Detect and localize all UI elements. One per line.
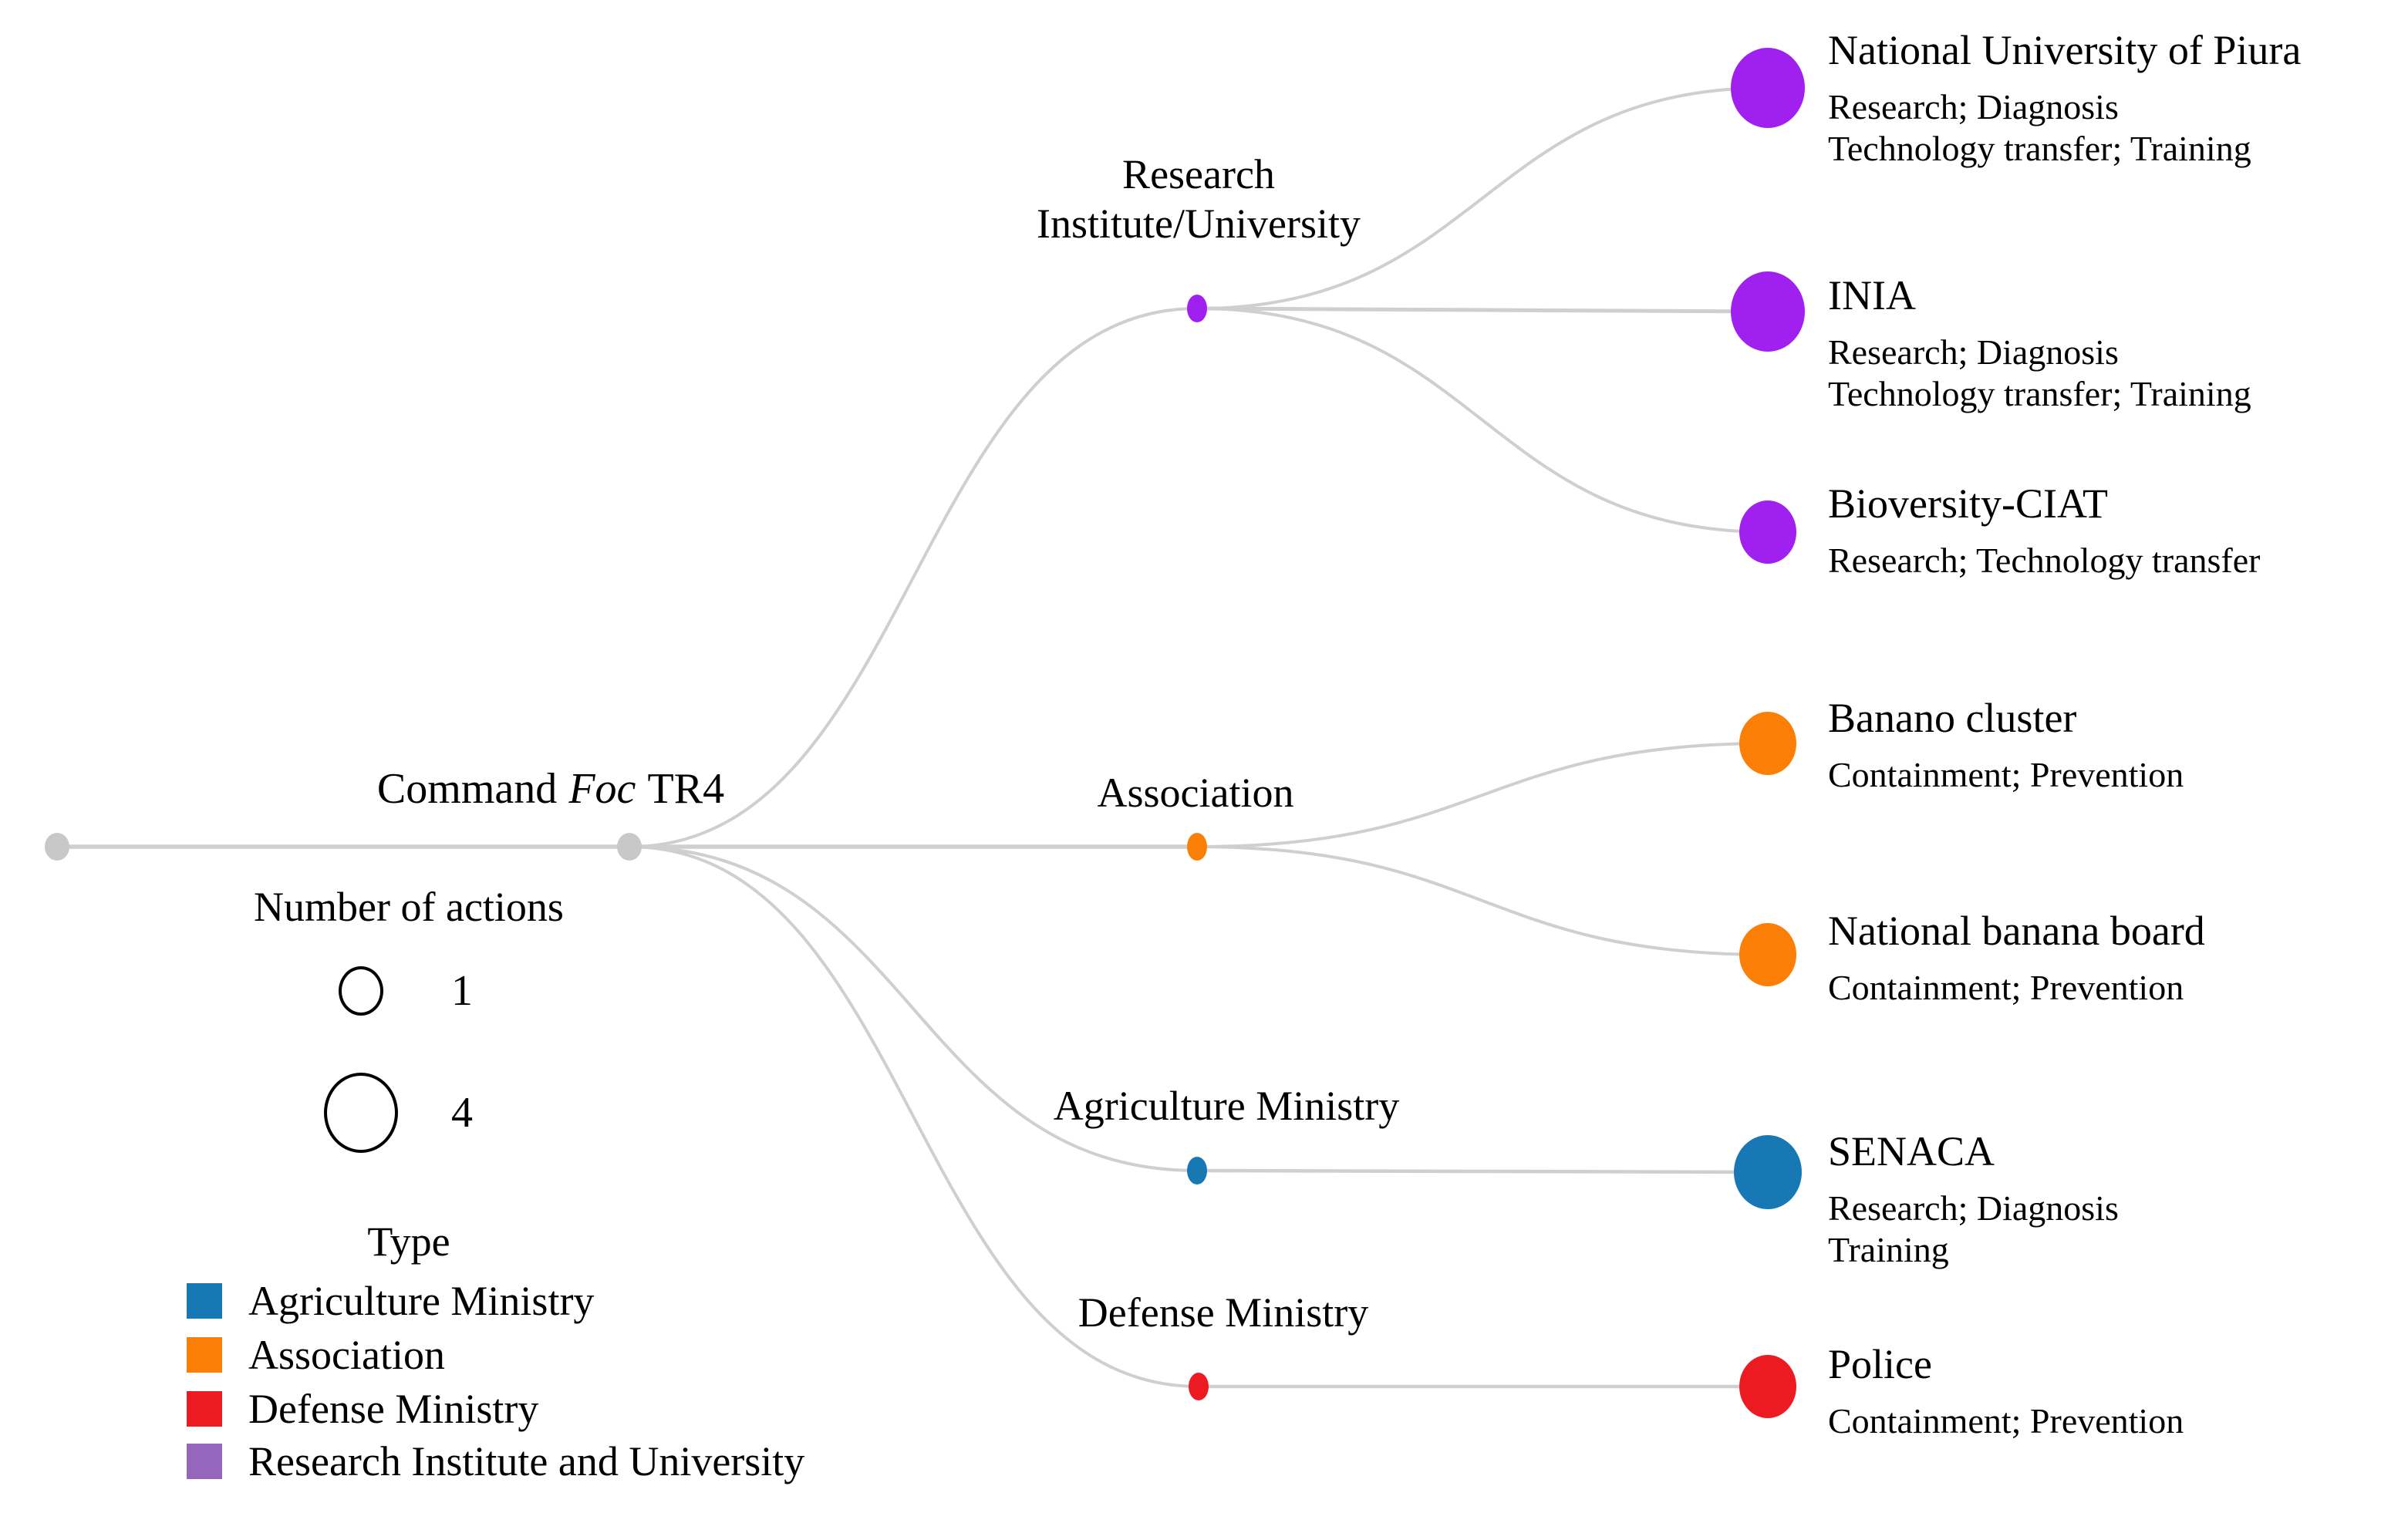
branch-dot-agriculture [1187, 1157, 1207, 1184]
size-legend-value-large: 4 [451, 1089, 473, 1137]
node-name: National banana board [1828, 908, 2205, 954]
node-text-senaca: SENACA Research; Diagnosis Training [1828, 1127, 2408, 1271]
node-name: SENACA [1828, 1128, 1995, 1174]
edge-agriculture-senaca [1196, 1168, 1770, 1174]
node-circle-police [1739, 1355, 1796, 1418]
node-actions: Research; Diagnosis Technology transfer;… [1828, 332, 2251, 413]
branch-dot-association [1187, 833, 1207, 861]
edge-association-banano [1196, 742, 1769, 848]
edge-command-defense [629, 845, 1199, 1388]
node-circle-banano [1739, 712, 1796, 775]
type-label-agriculture: Agriculture Ministry [248, 1278, 595, 1324]
node-actions: Containment; Prevention [1828, 755, 2184, 794]
node-name: Banano cluster [1828, 695, 2077, 741]
edge-research-inia [1196, 306, 1766, 314]
node-circle-senaca [1734, 1135, 1802, 1209]
type-swatch-research [187, 1444, 222, 1479]
edge-research-piura [1196, 86, 1769, 310]
node-circle-board [1739, 923, 1796, 986]
edge-command-research [629, 307, 1198, 848]
node-text-police: Police Containment; Prevention [1828, 1340, 2408, 1442]
node-circle-piura [1731, 48, 1805, 128]
edge-association-board [1196, 845, 1769, 956]
node-name: Bioversity-CIAT [1828, 480, 2108, 527]
branch-label-research: Research Institute/University [1037, 151, 1361, 247]
branch-dot-defense [1189, 1373, 1209, 1400]
size-legend-title: Number of actions [254, 884, 564, 930]
type-swatch-agriculture [187, 1283, 222, 1319]
node-name: Police [1828, 1341, 1932, 1387]
edge-research-bioversity [1196, 307, 1770, 534]
node-text-bioversity: Bioversity-CIAT Research; Technology tra… [1828, 480, 2408, 581]
edge-command-agriculture [629, 845, 1198, 1172]
node-name: INIA [1828, 272, 1916, 318]
type-legend-title: Type [367, 1218, 450, 1265]
size-legend-circle-large [324, 1073, 398, 1153]
type-swatch-association [187, 1337, 222, 1373]
node-actions: Research; Diagnosis Training [1828, 1188, 2119, 1269]
branch-label-association: Association [1097, 770, 1294, 816]
branch-dot-research [1187, 295, 1207, 322]
node-circle-bioversity [1739, 500, 1796, 564]
type-swatch-defense [187, 1391, 222, 1427]
node-actions: Research; Diagnosis Technology transfer;… [1828, 87, 2251, 168]
node-actions: Containment; Prevention [1828, 968, 2184, 1007]
node-name: National University of Piura [1828, 27, 2302, 73]
node-text-inia: INIA Research; Diagnosis Technology tran… [1828, 271, 2408, 415]
command-dot [617, 833, 642, 861]
branch-label-agriculture: Agriculture Ministry [1053, 1083, 1400, 1129]
branch-label-defense: Defense Ministry [1078, 1289, 1369, 1336]
node-actions: Research; Technology transfer [1828, 541, 2261, 580]
root-dot [45, 833, 69, 861]
size-legend-circle-small [339, 966, 383, 1016]
node-actions: Containment; Prevention [1828, 1401, 2184, 1441]
node-text-banano: Banano cluster Containment; Prevention [1828, 694, 2408, 796]
node-circle-inia [1731, 271, 1805, 352]
type-label-defense: Defense Ministry [248, 1386, 539, 1432]
node-text-piura: National University of Piura Research; D… [1828, 26, 2408, 170]
type-label-association: Association [248, 1332, 445, 1378]
type-label-research: Research Institute and University [248, 1438, 805, 1484]
node-text-board: National banana board Containment; Preve… [1828, 907, 2408, 1009]
size-legend-value-small: 1 [451, 967, 473, 1015]
